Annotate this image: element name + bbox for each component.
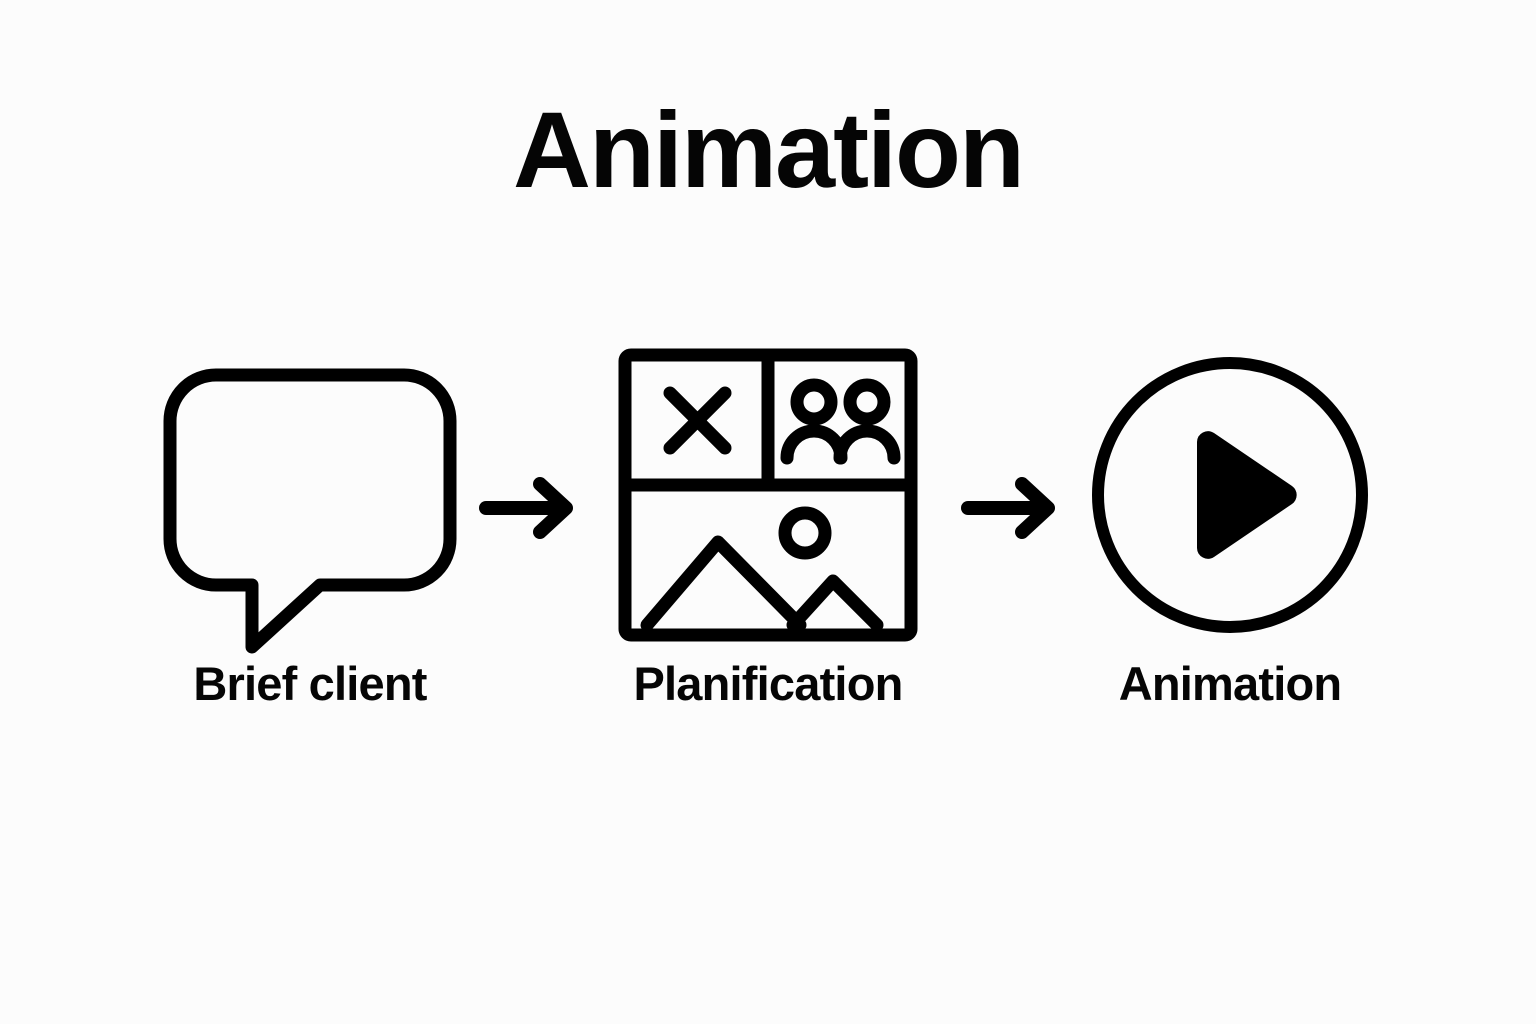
storyboard-grid-icon: [603, 340, 933, 650]
arrow-right-icon: [476, 468, 586, 548]
arrow-right-icon: [958, 468, 1068, 548]
flow-step-label: Planification: [633, 657, 903, 710]
two-people-icon: [780, 378, 901, 465]
page-title: Animation: [513, 89, 1025, 210]
flow-step-planification[interactable]: Planification: [603, 340, 933, 780]
flow-step-label: Animation: [1118, 657, 1342, 710]
flow-step-label: Brief client: [193, 657, 427, 710]
flow-step-animation[interactable]: Animation: [1065, 340, 1395, 780]
x-mark-icon: [663, 386, 732, 455]
process-flow: Brief client: [0, 340, 1536, 780]
play-circle-icon: [1065, 340, 1395, 650]
landscape-image-icon: [640, 506, 884, 632]
flow-step-brief-client[interactable]: Brief client: [145, 340, 475, 780]
speech-bubble-icon: [145, 340, 475, 654]
